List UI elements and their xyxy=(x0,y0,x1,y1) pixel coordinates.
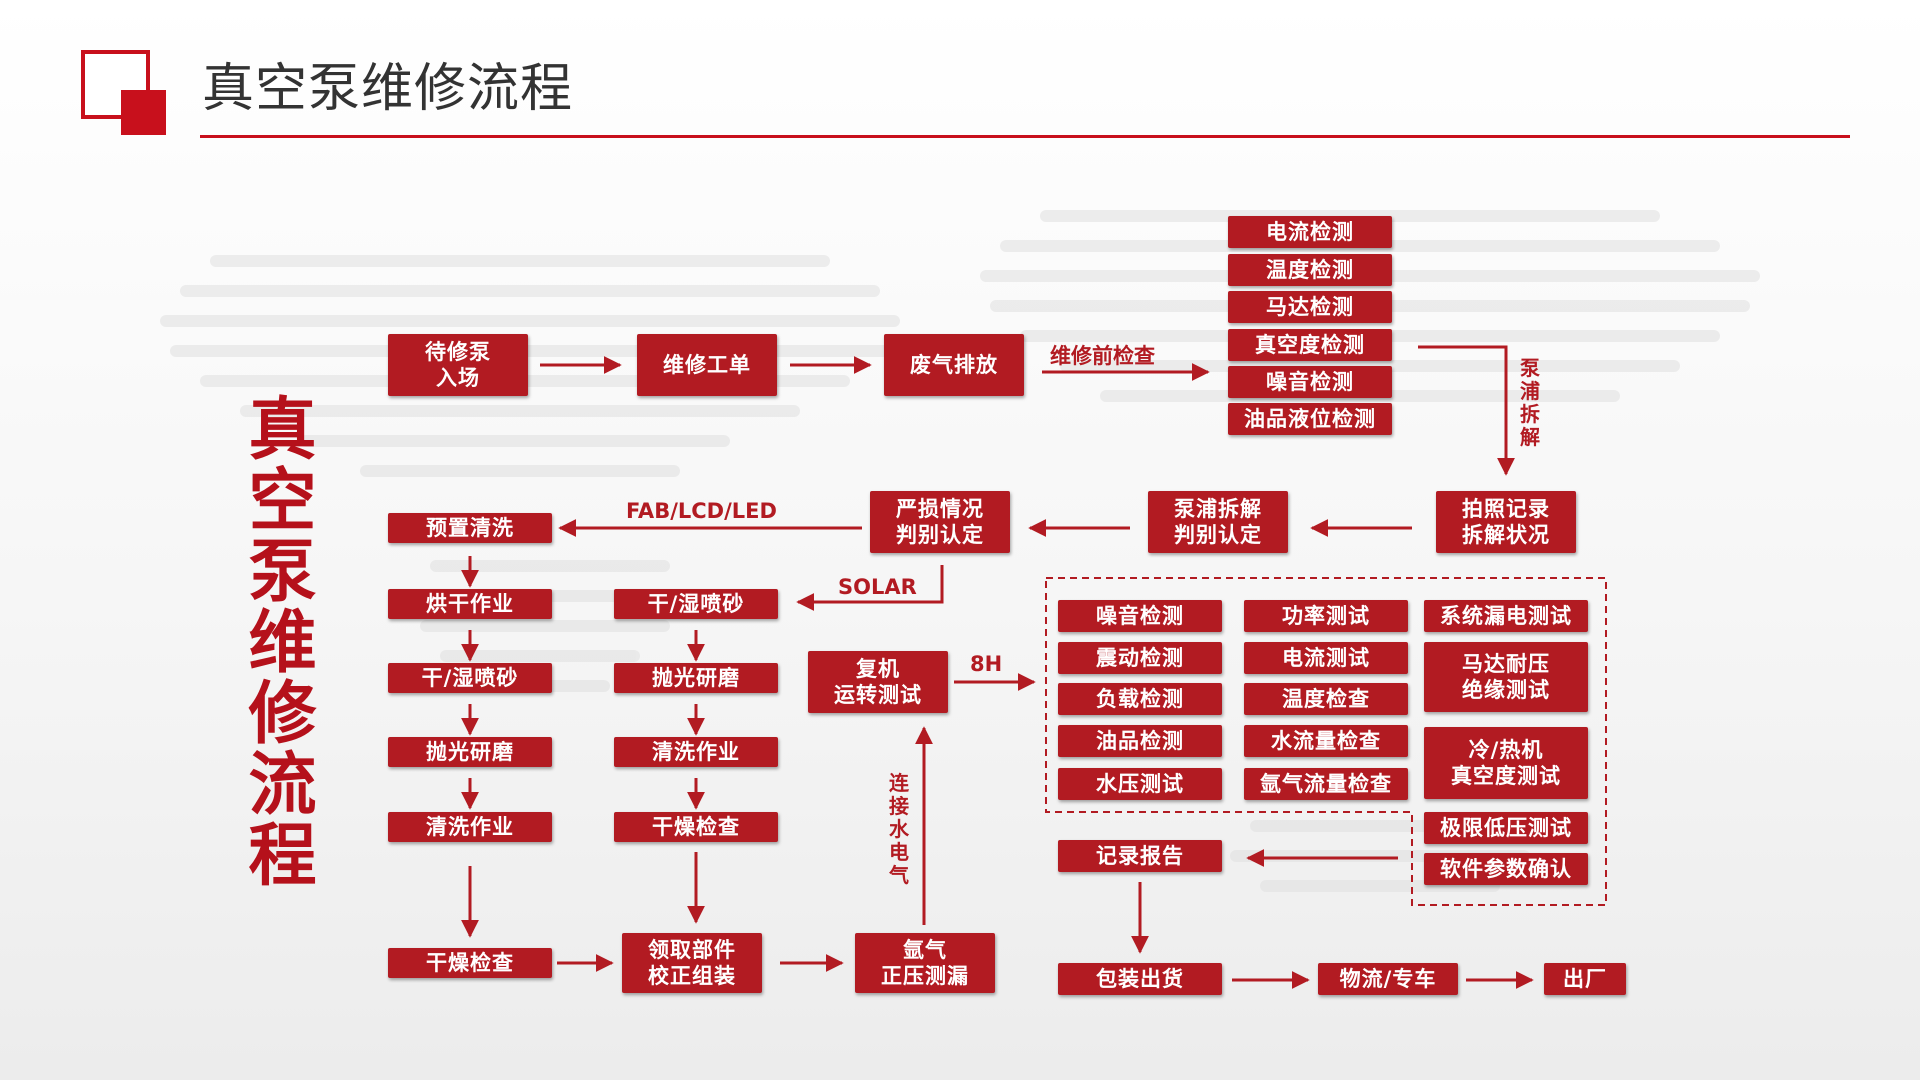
node-damage-judgement: 严损情况 判别认定 xyxy=(870,491,1010,553)
test-software-params: 软件参数确认 xyxy=(1424,853,1588,885)
node-factory-exit: 出厂 xyxy=(1544,963,1626,995)
check-oil-level: 油品液位检测 xyxy=(1228,403,1392,435)
label-fab-lcd-led: FAB/LCD/LED xyxy=(626,499,777,523)
node-exhaust-discharge: 废气排放 xyxy=(884,334,1024,396)
node-pump-disassembly-judgement: 泵浦拆解 判别认定 xyxy=(1148,491,1288,553)
logo-filled-square xyxy=(121,90,166,135)
page-title: 真空泵维修流程 xyxy=(202,59,574,119)
node-wash-left: 清洗作业 xyxy=(388,812,552,842)
test-current: 电流测试 xyxy=(1244,642,1408,674)
test-leakage: 系统漏电测试 xyxy=(1424,600,1588,632)
node-pre-clean: 预置清洗 xyxy=(388,513,552,543)
test-load: 负载检测 xyxy=(1058,683,1222,715)
node-polish-left: 抛光研磨 xyxy=(388,737,552,767)
test-water-pressure: 水压测试 xyxy=(1058,768,1222,800)
node-sandblast-right: 干/湿喷砂 xyxy=(614,589,778,619)
label-pump-disassembly: 泵浦拆解 xyxy=(1520,356,1540,449)
check-current: 电流检测 xyxy=(1228,216,1392,248)
node-argon-leak-test: 氩气 正压测漏 xyxy=(855,933,995,993)
test-water-flow: 水流量检查 xyxy=(1244,725,1408,757)
test-oil: 油品检测 xyxy=(1058,725,1222,757)
check-temperature: 温度检测 xyxy=(1228,254,1392,286)
title-underline xyxy=(200,135,1850,138)
label-8h: 8H xyxy=(970,652,1003,676)
node-parts-assembly: 领取部件 校正组装 xyxy=(622,933,762,993)
node-polish-right: 抛光研磨 xyxy=(614,663,778,693)
node-baking: 烘干作业 xyxy=(388,589,552,619)
test-ultimate-pressure: 极限低压测试 xyxy=(1424,812,1588,844)
node-record-report: 记录报告 xyxy=(1058,840,1222,872)
node-dry-check-right: 干燥检查 xyxy=(614,812,778,842)
check-motor: 马达检测 xyxy=(1228,291,1392,323)
node-wash-right: 清洗作业 xyxy=(614,737,778,767)
node-pump-intake: 待修泵 入场 xyxy=(388,334,528,396)
node-dry-check-left: 干燥检查 xyxy=(388,948,552,978)
side-title: 真空泵维修流程 xyxy=(248,391,317,896)
node-work-order: 维修工单 xyxy=(637,334,777,396)
test-cold-hot-vacuum: 冷/热机 真空度测试 xyxy=(1424,727,1588,799)
node-restart-run-test: 复机 运转测试 xyxy=(808,651,948,713)
node-pack-ship: 包装出货 xyxy=(1058,963,1222,995)
test-noise: 噪音检测 xyxy=(1058,600,1222,632)
test-temperature: 温度检查 xyxy=(1244,683,1408,715)
check-noise: 噪音检测 xyxy=(1228,366,1392,398)
test-motor-insulation: 马达耐压 绝缘测试 xyxy=(1424,642,1588,712)
label-connect-utilities: 连接水电气 xyxy=(889,771,909,887)
test-argon-flow: 氩气流量检查 xyxy=(1244,768,1408,800)
test-power: 功率测试 xyxy=(1244,600,1408,632)
node-photo-record: 拍照记录 拆解状况 xyxy=(1436,491,1576,553)
label-pre-repair-check: 维修前检查 xyxy=(1050,344,1155,368)
test-vibration: 震动检测 xyxy=(1058,642,1222,674)
node-logistics: 物流/专车 xyxy=(1318,963,1458,995)
label-solar: SOLAR xyxy=(838,575,917,599)
check-vacuum: 真空度检测 xyxy=(1228,329,1392,361)
node-sandblast-left: 干/湿喷砂 xyxy=(388,663,552,693)
